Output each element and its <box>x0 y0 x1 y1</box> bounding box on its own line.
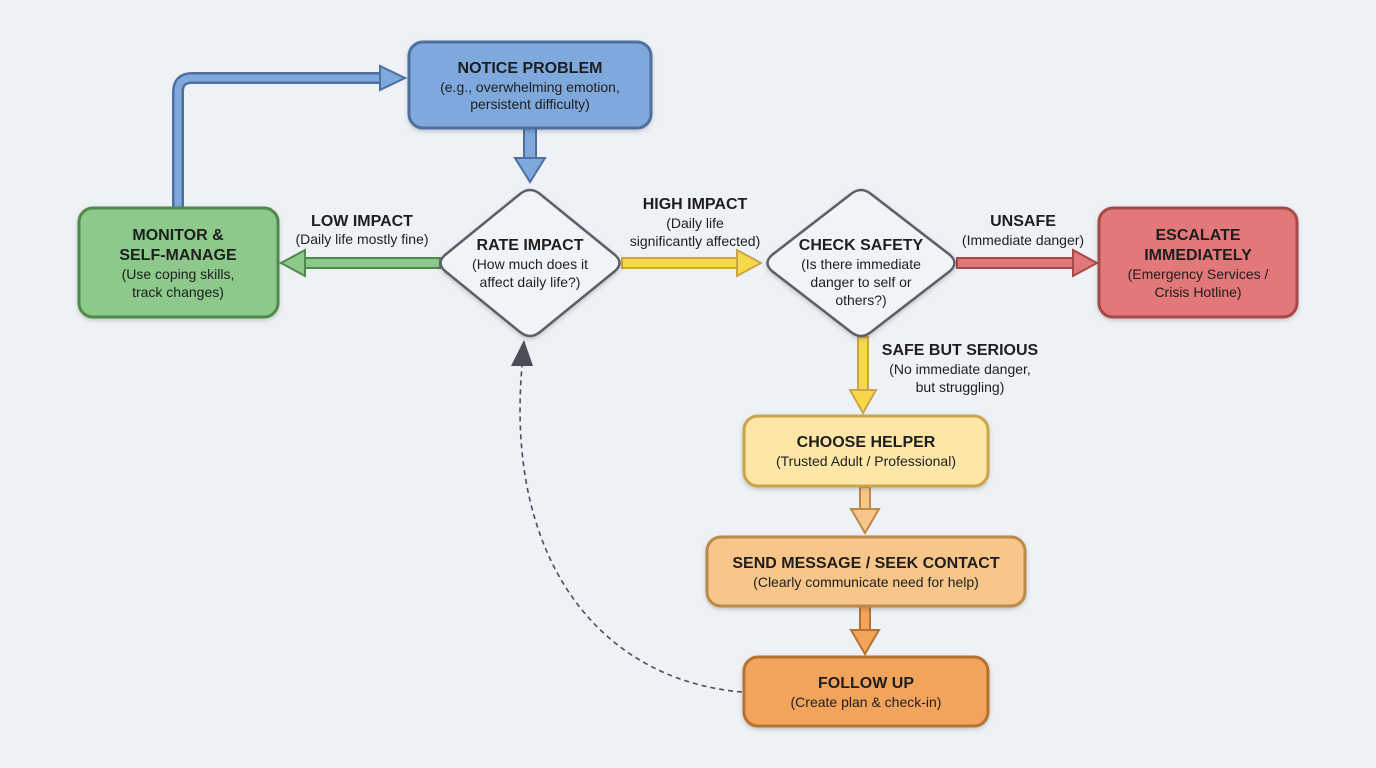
node-title: MONITOR & <box>132 227 224 244</box>
node-subtitle: track changes) <box>132 284 224 300</box>
node-follow-up[interactable]: FOLLOW UP (Create plan & check-in) <box>742 655 990 728</box>
node-check-safety-decision[interactable]: CHECK SAFETY (Is there immediate danger … <box>766 188 956 338</box>
arrowhead-icon <box>278 248 306 278</box>
node-rate-impact-decision[interactable]: RATE IMPACT (How much does it affect dai… <box>439 188 621 338</box>
edge-safety-to-helper <box>848 336 878 416</box>
node-subtitle: affect daily life?) <box>480 274 581 290</box>
node-subtitle: (e.g., overwhelming emotion, <box>440 79 620 95</box>
node-send-message[interactable]: SEND MESSAGE / SEEK CONTACT (Clearly com… <box>705 535 1027 608</box>
edge-label-low-impact: LOW IMPACT (Daily life mostly fine) <box>295 213 428 247</box>
edge-rate-to-monitor <box>278 248 441 278</box>
node-title: IMMEDIATELY <box>1144 247 1252 264</box>
arrowhead-icon <box>848 389 878 416</box>
node-subtitle: persistent difficulty) <box>470 96 590 112</box>
node-subtitle: others?) <box>835 292 886 308</box>
arrowhead-icon <box>511 340 533 366</box>
arrowhead-icon <box>736 248 764 278</box>
edge-label-subtitle: (No immediate danger, <box>889 361 1031 377</box>
arrowhead-icon <box>1072 248 1100 278</box>
node-subtitle: danger to self or <box>810 274 912 290</box>
node-subtitle: (Emergency Services / <box>1128 266 1269 282</box>
edge-follow-to-rate-dashed <box>511 340 743 693</box>
node-subtitle: (Create plan & check-in) <box>791 694 942 710</box>
node-title: NOTICE PROBLEM <box>458 60 603 77</box>
node-escalate-immediately[interactable]: ESCALATE IMMEDIATELY (Emergency Services… <box>1097 206 1299 319</box>
edge-safety-to-escalate <box>956 248 1100 278</box>
node-choose-helper[interactable]: CHOOSE HELPER (Trusted Adult / Professio… <box>742 414 990 488</box>
edge-label-high-impact: HIGH IMPACT (Daily life significantly af… <box>630 196 760 249</box>
arrowhead-icon <box>849 629 881 656</box>
node-title: RATE IMPACT <box>477 237 584 254</box>
node-notice-problem[interactable]: NOTICE PROBLEM (e.g., overwhelming emoti… <box>407 40 653 130</box>
node-subtitle: (Use coping skills, <box>122 266 235 282</box>
node-title: CHECK SAFETY <box>799 237 924 254</box>
node-monitor-self-manage[interactable]: MONITOR & SELF-MANAGE (Use coping skills… <box>77 206 280 319</box>
edge-label-title: UNSAFE <box>990 213 1056 230</box>
node-title: FOLLOW UP <box>818 675 914 692</box>
node-title: SELF-MANAGE <box>119 247 237 264</box>
node-subtitle: Crisis Hotline) <box>1154 284 1241 300</box>
node-subtitle: (Clearly communicate need for help) <box>753 574 979 590</box>
edge-label-subtitle: significantly affected) <box>630 233 760 249</box>
edge-label-subtitle: (Immediate danger) <box>962 232 1084 248</box>
edge-label-title: HIGH IMPACT <box>643 196 748 213</box>
edge-monitor-to-notice <box>172 64 408 207</box>
arrowhead-icon <box>849 508 881 535</box>
edge-label-subtitle: (Daily life <box>666 215 724 231</box>
edge-notice-to-rate <box>513 127 547 184</box>
node-subtitle: (How much does it <box>472 256 588 272</box>
node-title: SEND MESSAGE / SEEK CONTACT <box>732 555 1000 572</box>
arrowhead-icon <box>379 64 408 92</box>
arrowhead-icon <box>513 157 547 184</box>
node-subtitle: (Trusted Adult / Professional) <box>776 453 956 469</box>
node-title: CHOOSE HELPER <box>797 434 936 451</box>
edge-label-unsafe: UNSAFE (Immediate danger) <box>962 213 1084 248</box>
edge-rate-to-safety <box>621 248 764 278</box>
node-title: ESCALATE <box>1155 227 1240 244</box>
edge-helper-to-send <box>849 486 881 535</box>
edge-label-safe-but-serious: SAFE BUT SERIOUS (No immediate danger, b… <box>882 342 1039 395</box>
edge-label-title: SAFE BUT SERIOUS <box>882 342 1039 359</box>
node-subtitle: (Is there immediate <box>801 256 921 272</box>
edge-label-subtitle: (Daily life mostly fine) <box>295 231 428 247</box>
edge-label-title: LOW IMPACT <box>311 213 413 230</box>
edge-label-subtitle: but struggling) <box>916 379 1005 395</box>
edge-send-to-follow <box>849 605 881 656</box>
